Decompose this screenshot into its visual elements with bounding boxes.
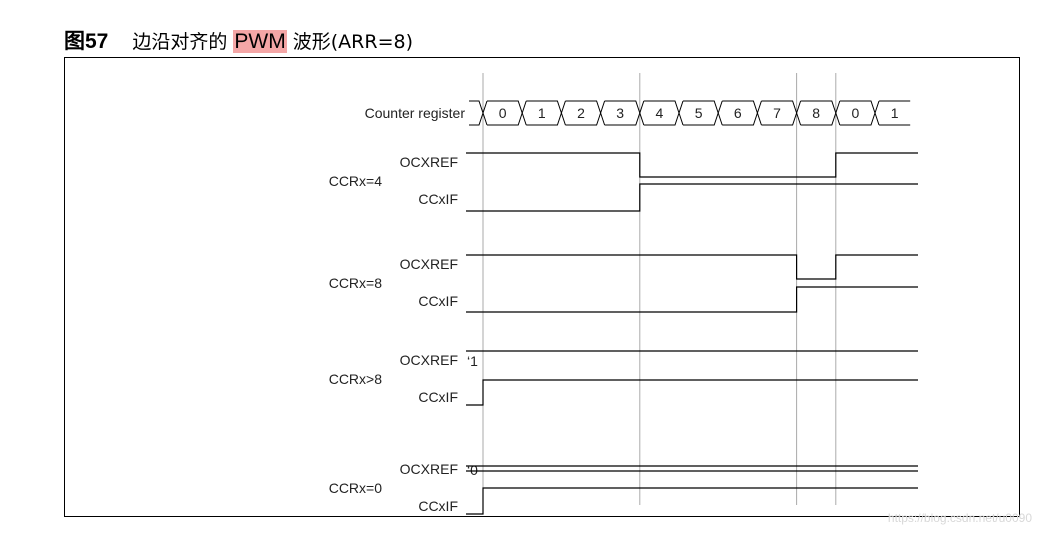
ccxif-label: CCxIF [418, 498, 458, 514]
title-prefix: 边沿对齐的 [132, 31, 234, 53]
ocxref-label: OCXREF [400, 154, 458, 170]
figure-number: 图57 [64, 30, 109, 53]
ccr-condition-label: CCRx=4 [329, 173, 383, 189]
counter-bus-top [469, 100, 911, 126]
timing-diagram-frame [64, 57, 1020, 517]
figure-caption: 图57 边沿对齐的 PWM 波形(ARR=8) [64, 25, 413, 55]
counter-value: 7 [773, 105, 781, 121]
counter-value: 1 [891, 105, 899, 121]
ocxref-label: OCXREF [400, 461, 458, 477]
ocxref-waveform [466, 152, 918, 178]
ccr-condition-label: CCRx>8 [329, 371, 383, 387]
ccxif-waveform [466, 183, 918, 212]
ccxif-waveform [466, 487, 918, 515]
counter-value: 3 [616, 105, 624, 121]
counter-value: 2 [577, 105, 585, 121]
ocxref-label: OCXREF [400, 352, 458, 368]
ccxif-waveform [466, 286, 918, 313]
figure-title: 边沿对齐的 PWM 波形(ARR=8) [132, 30, 414, 53]
ccr-condition-label: CCRx=0 [329, 480, 383, 496]
ccxif-label: CCxIF [418, 293, 458, 309]
counter-bus-bottom [469, 100, 911, 126]
ccxif-label: CCxIF [418, 191, 458, 207]
title-highlight: PWM [233, 30, 287, 53]
counter-value: 0 [852, 105, 860, 121]
title-suffix: 波形(ARR=8) [286, 31, 414, 53]
ccxif-waveform [466, 379, 918, 406]
counter-value: 6 [734, 105, 742, 121]
ocxref-waveform [466, 254, 918, 280]
constant-level-label: ‘1 [467, 353, 478, 369]
counter-value: 0 [499, 105, 507, 121]
ocxref-label: OCXREF [400, 256, 458, 272]
watermark: https://blog.csdn.net/u0090 [887, 511, 1032, 525]
constant-level-label: ‘0 [467, 462, 478, 478]
ccr-condition-label: CCRx=8 [329, 275, 383, 291]
ccxif-label: CCxIF [418, 389, 458, 405]
counter-value: 1 [538, 105, 546, 121]
counter-value: 8 [812, 105, 820, 121]
counter-register-label: Counter register [365, 105, 466, 121]
counter-value: 4 [656, 105, 664, 121]
counter-value: 5 [695, 105, 703, 121]
